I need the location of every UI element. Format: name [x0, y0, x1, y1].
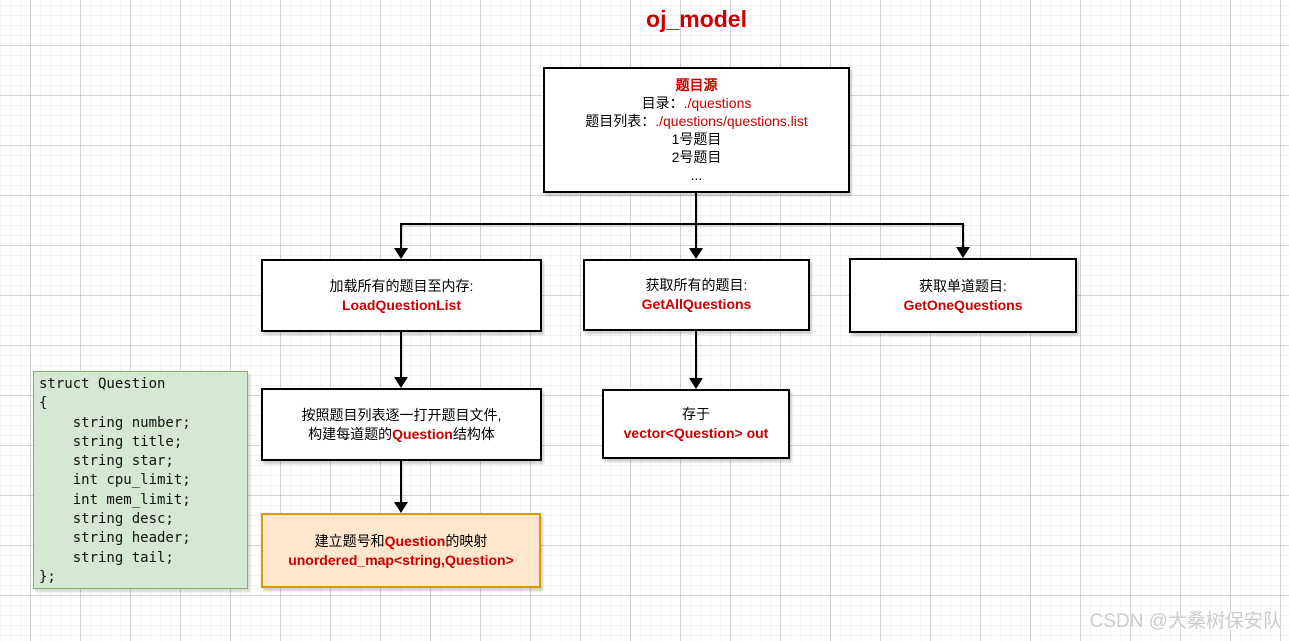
source-dir-line: 目录：./questions: [642, 94, 752, 112]
build-line2-pre: 构建每道题的: [308, 425, 393, 442]
map-line1-pre: 建立题号和: [314, 532, 385, 549]
store-vector-node: 存于 vector<Question> out: [602, 389, 790, 459]
get-all-questions-node: 获取所有的题目: GetAllQuestions: [583, 259, 810, 331]
load-label: 加载所有的题目至内存:: [329, 277, 474, 294]
edge-build-to-map: [400, 461, 402, 505]
build-line2-post: 结构体: [452, 425, 495, 442]
question-source-node: 题目源 目录：./questions 题目列表：./questions/ques…: [543, 67, 850, 193]
source-title: 题目源: [675, 77, 718, 93]
edge-getall-to-store: [695, 331, 697, 381]
arrowhead-to-map: [394, 502, 408, 513]
edge-load-to-build: [400, 332, 402, 380]
source-dir-label: 目录：: [641, 95, 684, 111]
getall-label: 获取所有的题目:: [645, 277, 748, 293]
map-line1-post: 的映射: [445, 532, 488, 549]
source-dir-value: ./questions: [683, 95, 752, 111]
source-item-1: 1号题目: [671, 131, 722, 147]
source-item-2: 2号题目: [671, 149, 722, 165]
csdn-watermark: CSDN @大桑树保安队: [1089, 611, 1282, 632]
edge-source-down: [695, 192, 697, 250]
arrowhead-to-getall: [689, 248, 703, 259]
map-line1-code: Question: [384, 532, 446, 549]
getall-function-name: GetAllQuestions: [641, 296, 752, 312]
arrowhead-to-load: [394, 248, 408, 259]
arrowhead-to-build: [394, 377, 408, 388]
source-list-label: 题目列表：: [585, 113, 656, 129]
edge-branch-left: [400, 223, 402, 250]
source-list-value: ./questions/questions.list: [655, 113, 808, 129]
store-label: 存于: [682, 406, 710, 422]
getone-label: 获取单道题目:: [919, 277, 1007, 294]
unordered-map-node: 建立题号和Question的映射 unordered_map<string,Qu…: [261, 513, 541, 588]
get-one-questions-node: 获取单道题目: GetOneQuestions: [849, 258, 1077, 333]
edge-branch-horizontal: [400, 223, 964, 225]
source-list-line: 题目列表：./questions/questions.list: [585, 112, 808, 130]
getone-function-name: GetOneQuestions: [903, 296, 1023, 313]
map-type: unordered_map<string,Question>: [288, 551, 514, 568]
store-type: vector<Question> out: [623, 425, 769, 441]
source-ellipsis: ...: [690, 167, 703, 183]
build-line2-code: Question: [392, 425, 453, 442]
build-question-node: 按照题目列表逐一打开题目文件, 构建每道题的Question结构体: [261, 388, 542, 461]
build-line1: 按照题目列表逐一打开题目文件,: [301, 406, 502, 423]
edge-branch-right: [962, 223, 964, 249]
diagram-title: oj_model: [646, 6, 747, 32]
load-question-list-node: 加载所有的题目至内存: LoadQuestionList: [261, 259, 542, 332]
map-line1: 建立题号和Question的映射: [315, 532, 488, 551]
load-function-name: LoadQuestionList: [342, 296, 461, 313]
build-line2: 构建每道题的Question结构体: [308, 425, 495, 444]
arrowhead-to-getone: [956, 247, 970, 258]
struct-question-code-node: struct Question { string number; string …: [33, 371, 248, 589]
arrowhead-to-store: [689, 378, 703, 389]
